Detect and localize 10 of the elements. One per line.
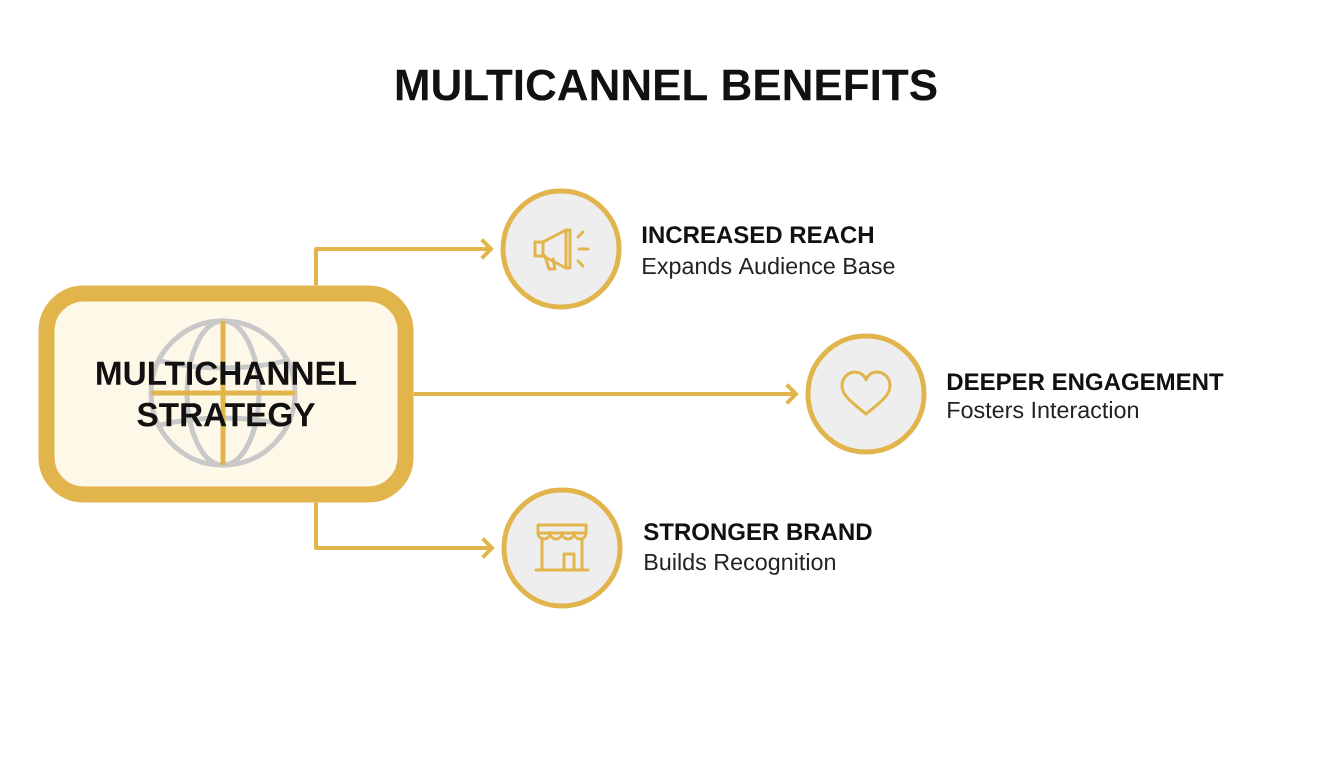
benefit-description: Fosters Interaction — [948, 401, 1138, 419]
benefit-heading: INCREASED REACH — [642, 226, 873, 244]
benefit-description: Builds Recognition — [645, 553, 835, 575]
title: MULTICANNEL BENEFITS — [396, 69, 937, 101]
benefit-description: Expands Audience Base — [643, 257, 895, 279]
arrow — [314, 502, 495, 559]
arrow — [314, 238, 494, 286]
benefit-heading: DEEPER ENGAGEMENT — [947, 373, 1224, 391]
arrow — [413, 383, 799, 405]
benefit-heading: STRONGER BRAND — [643, 523, 872, 541]
